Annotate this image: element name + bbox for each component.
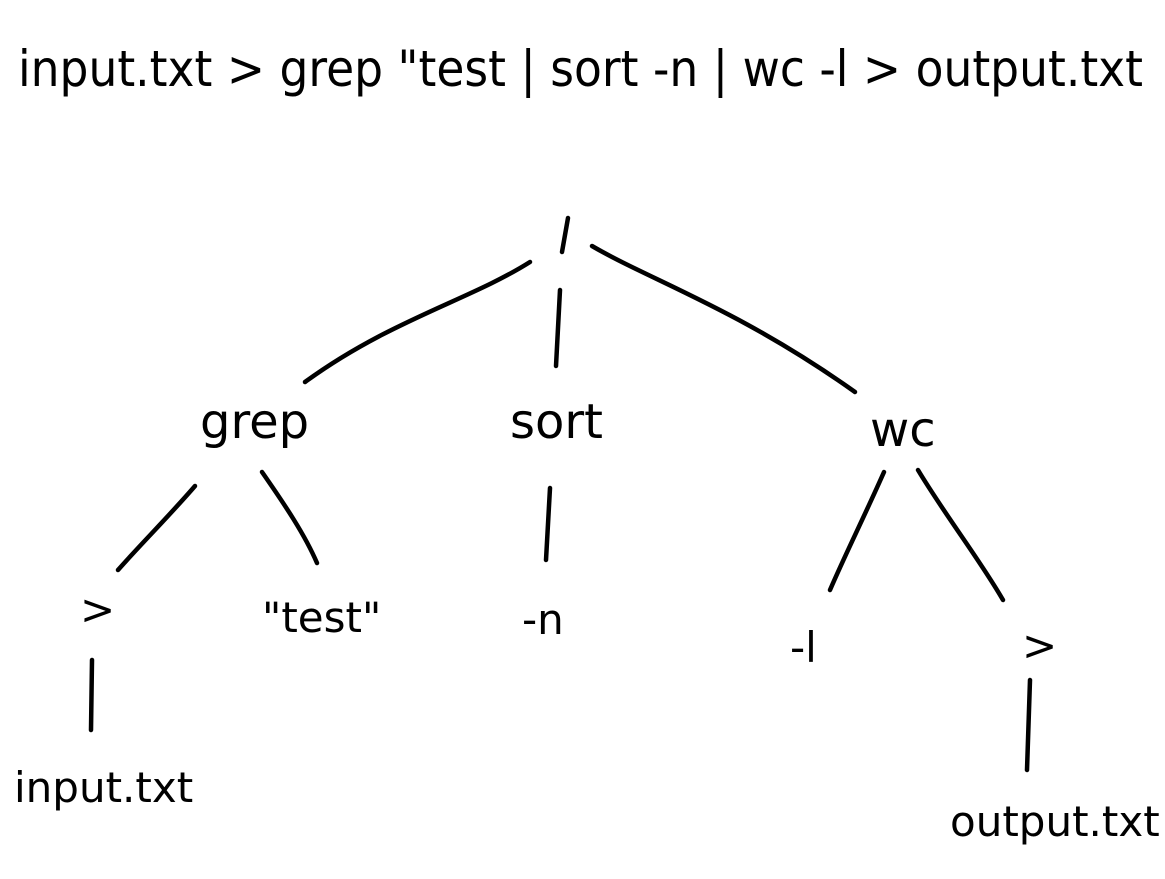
node-redirect-out: > — [1022, 621, 1057, 670]
edge-wc-flag — [827, 469, 887, 593]
edge-sort-flag — [543, 485, 553, 563]
edge-grep-test — [259, 469, 320, 566]
node-root: | — [556, 206, 572, 262]
node-input-file: input.txt — [14, 763, 193, 812]
edge-wc-redirect-out — [915, 467, 1006, 603]
edge-root-sort — [553, 287, 563, 369]
node-sort-flag: -n — [522, 595, 564, 644]
root-pipe-mark — [559, 215, 571, 255]
tree-edges — [88, 243, 1033, 773]
node-test-string: "test" — [262, 593, 381, 642]
node-sort: sort — [510, 394, 603, 450]
edge-root-wc — [589, 243, 858, 395]
edge-redirect-output-file — [1024, 677, 1033, 773]
node-output-file: output.txt — [950, 797, 1160, 846]
edge-root-grep — [302, 259, 533, 385]
node-wc-flag: -l — [790, 623, 817, 672]
node-grep: grep — [200, 394, 309, 450]
edge-grep-redirect-in — [115, 483, 198, 573]
node-wc: wc — [870, 402, 936, 458]
command-line: input.txt > grep "test | sort -n | wc -l… — [18, 40, 1143, 98]
node-redirect-in: > — [80, 585, 115, 634]
edge-redirect-input-file — [88, 657, 95, 733]
